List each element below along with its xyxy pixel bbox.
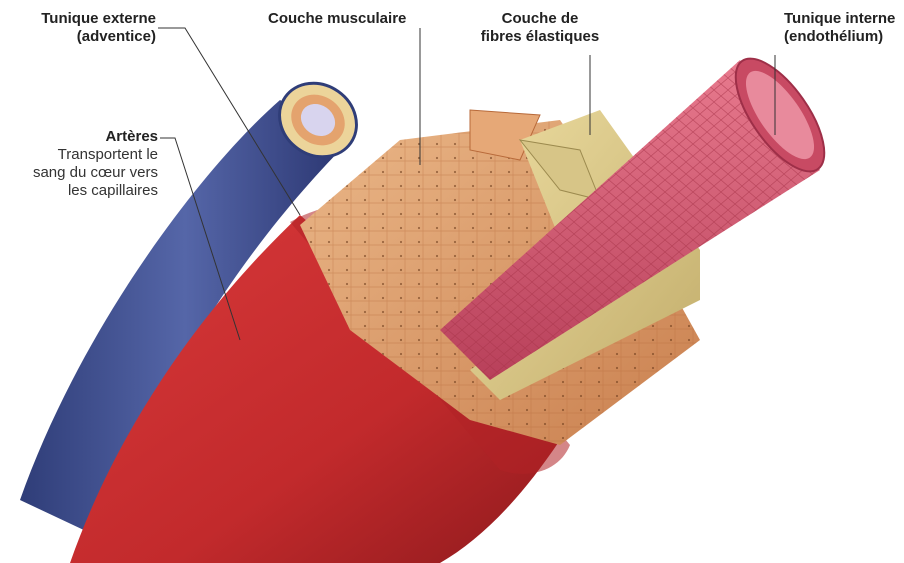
label-couche-musculaire-line1: Couche musculaire xyxy=(268,10,428,28)
label-arteres-desc2: sang du cœur vers xyxy=(20,164,158,182)
label-couche-fibres-line2: fibres élastiques xyxy=(460,28,620,46)
label-tunique-interne-line1: Tunique interne xyxy=(784,10,904,28)
label-tunique-externe-line2: (adventice) xyxy=(10,28,156,46)
label-couche-musculaire: Couche musculaire xyxy=(268,10,428,28)
label-tunique-interne: Tunique interne (endothélium) xyxy=(784,10,904,46)
label-tunique-externe-line1: Tunique externe xyxy=(10,10,156,28)
label-arteres-desc3: les capillaires xyxy=(20,182,158,200)
label-couche-fibres: Couche de fibres élastiques xyxy=(460,10,620,46)
label-tunique-externe: Tunique externe (adventice) xyxy=(10,10,156,46)
label-arteres-title: Artères xyxy=(20,128,158,146)
label-arteres-desc1: Transportent le xyxy=(20,146,158,164)
label-arteres: Artères Transportent le sang du cœur ver… xyxy=(20,128,158,200)
label-tunique-interne-line2: (endothélium) xyxy=(784,28,904,46)
label-couche-fibres-line1: Couche de xyxy=(460,10,620,28)
